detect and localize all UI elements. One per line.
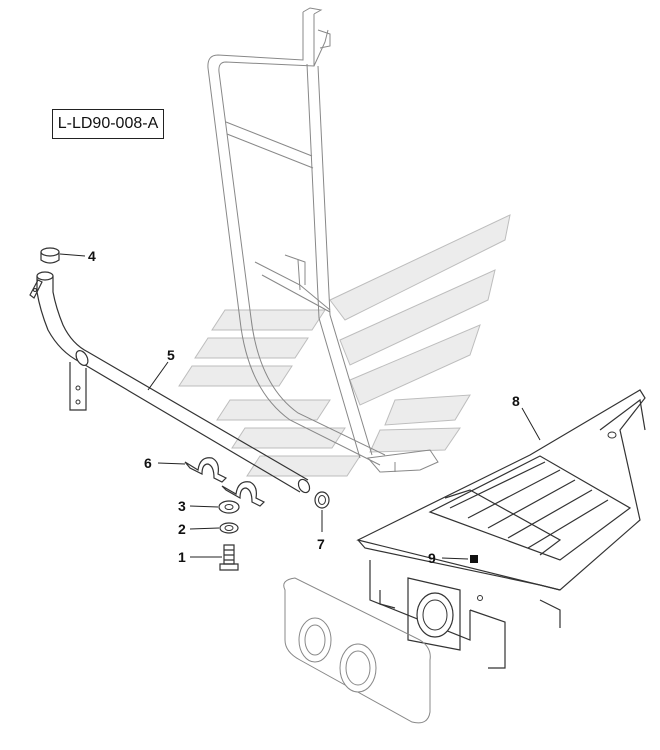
part-7-sleeve xyxy=(314,491,330,509)
part-8-step-frame xyxy=(356,389,646,669)
leader-lines xyxy=(59,253,541,560)
callout-9: 9 xyxy=(428,550,436,566)
ladder-frame xyxy=(207,7,439,473)
part-1-bolt xyxy=(219,544,239,571)
rear-light-panel xyxy=(283,577,431,724)
part-2-lock-washer xyxy=(219,522,239,534)
callout-5: 5 xyxy=(167,347,175,363)
part-5-pipe xyxy=(29,271,311,494)
callout-2: 2 xyxy=(178,521,186,537)
callout-7: 7 xyxy=(317,536,325,552)
callout-labels: 4 5 6 3 2 1 7 8 9 xyxy=(88,248,520,566)
callout-8: 8 xyxy=(512,393,520,409)
callout-3: 3 xyxy=(178,498,186,514)
part-3-washer xyxy=(218,500,240,514)
part-6-clamp xyxy=(184,457,266,507)
part-4-cap xyxy=(40,247,60,264)
callout-4: 4 xyxy=(88,248,96,264)
callout-1: 1 xyxy=(178,549,186,565)
watermark-logo xyxy=(178,214,511,477)
callout-6: 6 xyxy=(144,455,152,471)
reference-code-label: L-LD90-008-A xyxy=(52,109,164,139)
part-9-nut xyxy=(470,555,478,563)
